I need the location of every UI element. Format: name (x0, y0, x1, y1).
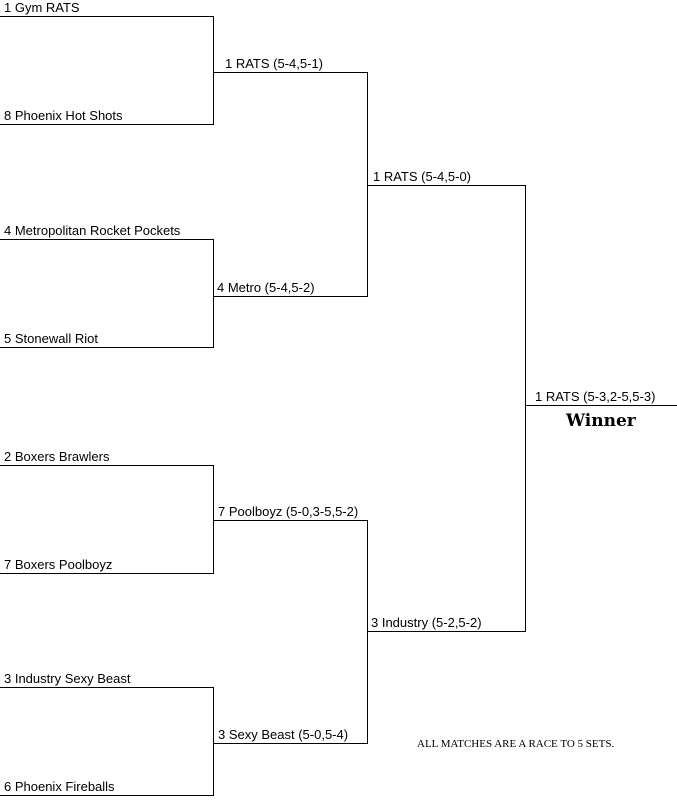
match-result-label: 4 Metro (5-4,5-2) (217, 280, 315, 295)
final-result-label: 1 RATS (5-3,2-5,5-3) (535, 389, 656, 404)
rules-note: ALL MATCHES ARE A RACE TO 5 SETS. (417, 738, 615, 750)
seed-label: 4 Metropolitan Rocket Pockets (4, 223, 181, 238)
match-result-label: 7 Poolboyz (5-0,3-5,5-2) (218, 504, 359, 519)
seed-label: 2 Boxers Brawlers (4, 449, 110, 464)
seed-label: 8 Phoenix Hot Shots (4, 108, 123, 123)
match-result-label: 3 Sexy Beast (5-0,5-4) (218, 727, 349, 742)
seed-label: 5 Stonewall Riot (4, 331, 98, 346)
semifinal-result-label: 1 RATS (5-4,5-0) (373, 169, 472, 184)
winner-heading: Winner (566, 411, 636, 431)
seed-label: 7 Boxers Poolboyz (4, 557, 113, 572)
seed-label: 3 Industry Sexy Beast (4, 671, 131, 686)
match-result-label: 1 RATS (5-4,5-1) (225, 56, 324, 71)
semifinal-result-label: 3 Industry (5-2,5-2) (371, 615, 482, 630)
seed-label: 6 Phoenix Fireballs (4, 779, 115, 794)
seed-label: 1 Gym RATS (4, 0, 80, 15)
